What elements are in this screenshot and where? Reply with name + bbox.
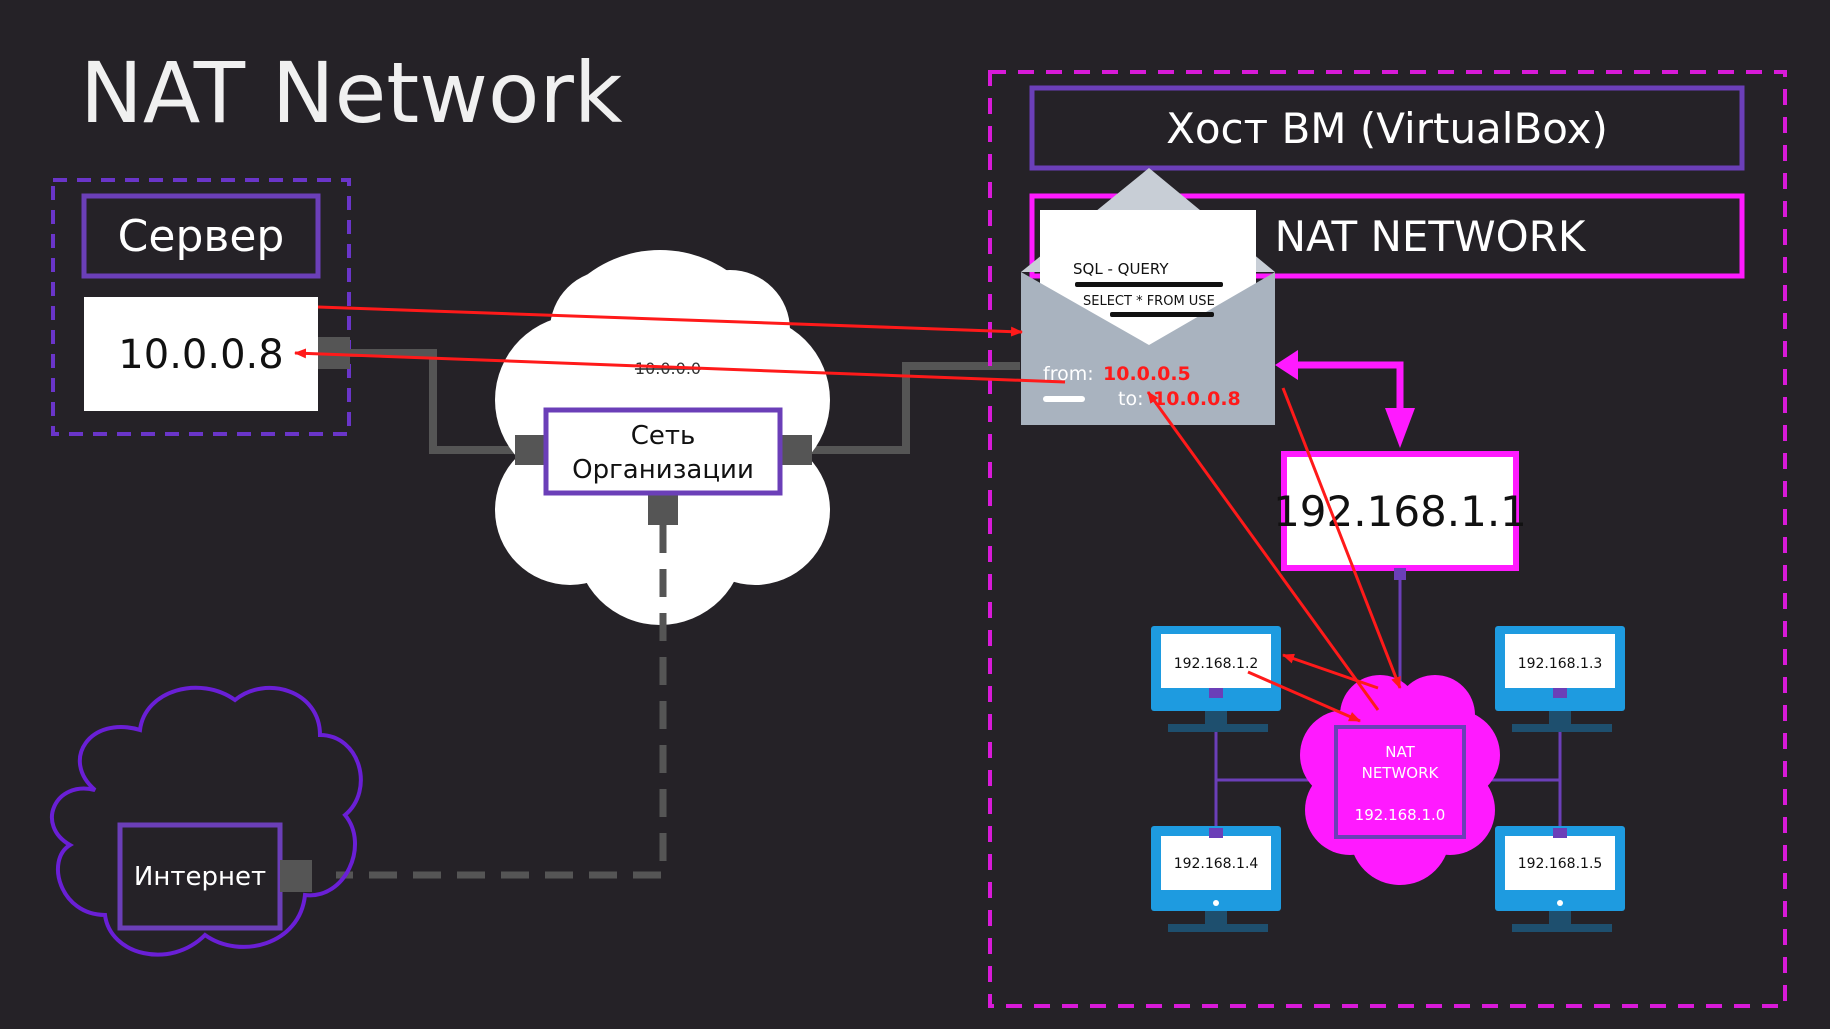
packet-query-underline xyxy=(1075,282,1223,287)
org-port-right xyxy=(782,435,812,465)
vm-ip: 192.168.1.4 xyxy=(1174,856,1259,872)
server-ip: 10.0.0.8 xyxy=(118,332,283,378)
vm-monitor: 192.168.1.2 xyxy=(1151,626,1281,732)
arrow-nat-to-vm2 xyxy=(1282,653,1379,690)
nat-label-box xyxy=(1029,193,1745,279)
page-title: NAT Network xyxy=(80,44,623,142)
host-label: Хост ВМ (VirtualBox) xyxy=(1166,104,1608,153)
nat-network-box xyxy=(1334,725,1466,839)
packet-from-label: from: xyxy=(1043,363,1094,385)
packet-query-line xyxy=(1110,312,1214,317)
org-label-line2: Организации xyxy=(572,455,754,485)
packet-line xyxy=(1043,396,1085,402)
internet-label: Интернет xyxy=(134,862,266,892)
arrow-envelope-to-server xyxy=(294,348,1066,384)
org-network-box xyxy=(543,407,783,496)
internet-cloud xyxy=(50,685,363,957)
vm-ip: 192.168.1.5 xyxy=(1518,856,1603,872)
nat-label: NAT NETWORK xyxy=(1275,212,1587,261)
vm-monitor: 192.168.1.4 xyxy=(1151,826,1281,932)
vm-ip: 192.168.1.3 xyxy=(1518,656,1603,672)
nat-cloud-line2: NETWORK xyxy=(1362,764,1440,782)
nat-cloud-line1: NAT xyxy=(1385,743,1415,761)
org-label-line1: Сеть xyxy=(631,421,696,451)
host-label-box xyxy=(1029,85,1745,171)
server-label-box xyxy=(81,193,321,279)
packet-to-ip: 10.0.0.8 xyxy=(1153,388,1241,410)
arrow-server-to-envelope xyxy=(317,305,1023,337)
org-port-left xyxy=(515,435,545,465)
vm-monitor: 192.168.1.3 xyxy=(1495,626,1625,732)
arrow-vm2-to-nat xyxy=(1247,670,1361,723)
server-label: Сервер xyxy=(118,211,285,262)
nat-cloud-subnet: 192.168.1.0 xyxy=(1355,806,1446,824)
packet-query-title: SQL - QUERY xyxy=(1073,260,1169,278)
server-group-border xyxy=(51,178,351,436)
arrow-envelope-to-nat xyxy=(1281,387,1402,689)
gateway-ip: 192.168.1.1 xyxy=(1273,487,1527,536)
arrow-to-gateway xyxy=(1385,408,1415,448)
internet-port xyxy=(280,860,312,892)
annotation-arrows xyxy=(294,305,1402,723)
arrow-to-envelope xyxy=(1275,350,1298,380)
arrow-nat-to-packet xyxy=(1146,391,1380,711)
vm-monitor: 192.168.1.5 xyxy=(1495,826,1625,932)
vm-ip: 192.168.1.2 xyxy=(1174,656,1259,672)
server-box xyxy=(84,297,318,411)
gateway-port xyxy=(1394,568,1406,580)
packet-from-ip: 10.0.0.5 xyxy=(1103,363,1191,385)
packet-query-text: SELECT * FROM USE xyxy=(1083,294,1215,309)
host-group-border xyxy=(988,70,1787,1008)
cable-org-host xyxy=(812,362,1020,454)
cable-server-org xyxy=(350,349,525,454)
link-envelope-gateway xyxy=(1290,361,1404,430)
org-port-bottom xyxy=(648,495,678,525)
packet-to-label: to: xyxy=(1118,388,1143,410)
